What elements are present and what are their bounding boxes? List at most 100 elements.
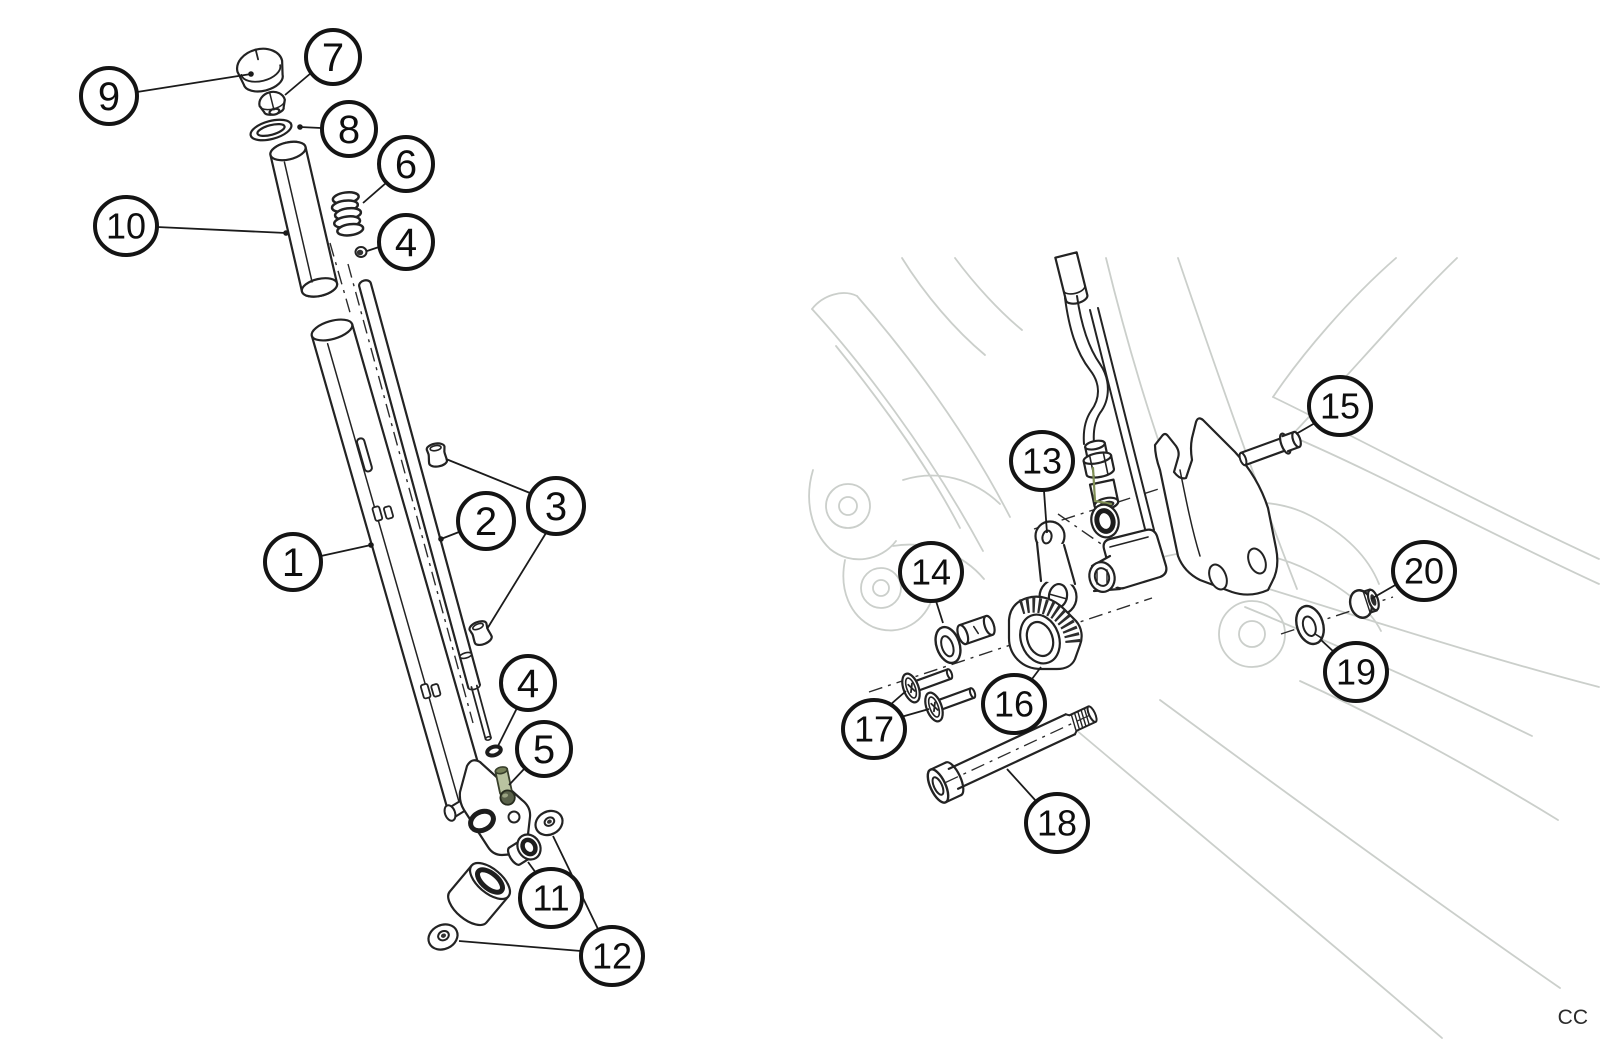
callout-2-1: 2 bbox=[438, 491, 516, 551]
callout-9-circle bbox=[79, 66, 139, 126]
part-clamp-block bbox=[1088, 528, 1168, 593]
callout-4-leader bbox=[496, 707, 518, 749]
part-4-ball bbox=[354, 246, 368, 258]
part-5-set-screw bbox=[494, 766, 516, 806]
callout-20-circle bbox=[1391, 540, 1457, 602]
callout-19-circle bbox=[1323, 641, 1389, 703]
callout-2-circle bbox=[456, 491, 516, 551]
callout-10-label: 10 bbox=[106, 206, 146, 247]
part-11-bushing bbox=[506, 833, 542, 866]
callout-15-circle bbox=[1307, 375, 1373, 437]
part-17-screw-a bbox=[901, 668, 954, 704]
callout-10-leader-dot bbox=[283, 230, 289, 236]
callout-7-circle bbox=[304, 28, 362, 86]
part-hose-and-rod bbox=[1054, 251, 1155, 534]
bike-frame-sketch bbox=[808, 257, 1600, 1039]
callout-8-label: 8 bbox=[338, 108, 360, 152]
callout-8-circle bbox=[320, 100, 378, 158]
part-20-flange-nut bbox=[1348, 588, 1380, 619]
callout-13-13: 13 bbox=[1009, 430, 1075, 534]
callout-5-leader bbox=[508, 767, 526, 786]
part-3-clip-a bbox=[425, 442, 449, 468]
centerline-pivot-bolt bbox=[1033, 458, 1253, 530]
callout-15-15: 15 bbox=[1295, 375, 1373, 437]
callout-2-leader bbox=[440, 531, 460, 540]
part-10-upper-tube bbox=[269, 140, 339, 298]
callout-17-leader bbox=[900, 708, 930, 718]
callout-15-leader bbox=[1295, 422, 1316, 435]
callout-10-10: 10 bbox=[93, 195, 289, 257]
callout-3-circle bbox=[526, 476, 586, 536]
callout-4-label: 4 bbox=[517, 662, 539, 706]
callout-12-leader bbox=[458, 940, 582, 952]
callout-11-11: 11 bbox=[518, 861, 584, 929]
callout-4-label: 4 bbox=[395, 221, 417, 265]
callout-1-circle bbox=[263, 532, 323, 592]
callout-6-6: 6 bbox=[362, 135, 435, 204]
callout-9-leader bbox=[136, 73, 252, 93]
callout-5-label: 5 bbox=[533, 728, 555, 772]
part-15-pivot-bolt bbox=[1238, 430, 1302, 467]
callout-13-label: 13 bbox=[1022, 441, 1062, 482]
callout-6-circle bbox=[377, 135, 435, 193]
callout-20-leader bbox=[1370, 583, 1398, 600]
part-14-washer bbox=[934, 625, 962, 665]
left-assembly bbox=[236, 47, 564, 951]
callout-18-leader bbox=[1006, 768, 1037, 802]
callout-18-circle bbox=[1024, 792, 1090, 854]
callout-9-leader-dot bbox=[248, 71, 254, 77]
callout-14-label: 14 bbox=[911, 552, 951, 593]
callout-7-label: 7 bbox=[322, 36, 344, 80]
callout-3-leader bbox=[486, 532, 547, 630]
callout-4-3: 4 bbox=[366, 213, 435, 271]
callout-10-circle bbox=[93, 195, 159, 257]
part-clevis-plate bbox=[443, 759, 532, 857]
callout-13-leader bbox=[1043, 490, 1048, 534]
green-cable-mark bbox=[1091, 466, 1113, 506]
callout-9-label: 9 bbox=[98, 75, 120, 119]
part-8-oring bbox=[249, 118, 293, 142]
callout-12-label: 12 bbox=[592, 936, 632, 977]
callout-3-leader bbox=[445, 458, 531, 494]
part-6-spring bbox=[330, 191, 365, 237]
part-13-rocker-arm bbox=[1034, 520, 1078, 617]
callout-17-circle bbox=[841, 698, 907, 760]
callout-11-circle bbox=[518, 867, 584, 929]
callout-12-leader bbox=[552, 835, 599, 930]
callout-19-label: 19 bbox=[1336, 652, 1376, 693]
callout-8-leader bbox=[299, 126, 322, 129]
part-hose-fittings bbox=[1082, 439, 1120, 539]
callout-16-label: 16 bbox=[994, 684, 1034, 725]
part-18-axle-bolt bbox=[926, 705, 1098, 804]
callout-14-circle bbox=[898, 541, 964, 603]
callout-14-14: 14 bbox=[898, 541, 964, 624]
callout-7-leader bbox=[284, 72, 312, 96]
callout-20-20: 20 bbox=[1370, 540, 1457, 602]
callout-1-0: 1 bbox=[263, 532, 374, 592]
callout-11-label: 11 bbox=[532, 878, 569, 919]
part-12-washer-a bbox=[534, 809, 564, 837]
callout-2-leader-dot bbox=[438, 536, 444, 542]
callout-7-7: 7 bbox=[284, 28, 362, 96]
callout-5-circle bbox=[515, 720, 573, 778]
part-9-clamp-cap bbox=[236, 47, 284, 93]
callout-8-8: 8 bbox=[297, 100, 378, 158]
callout-4-leader bbox=[366, 246, 380, 252]
callout-1-leader-dot bbox=[368, 542, 374, 548]
callout-9-9: 9 bbox=[79, 66, 254, 126]
part-4-ring bbox=[485, 744, 503, 758]
part-19-washer bbox=[1295, 604, 1325, 646]
part-3-clip-b bbox=[468, 620, 493, 646]
callout-17-17: 17 bbox=[841, 690, 930, 760]
right-assembly bbox=[901, 251, 1380, 804]
callout-2-label: 2 bbox=[475, 500, 497, 544]
callout-4-circle bbox=[499, 654, 557, 712]
callout-20-label: 20 bbox=[1404, 551, 1444, 592]
callout-16-16: 16 bbox=[981, 666, 1047, 735]
callout-19-19: 19 bbox=[1319, 638, 1389, 703]
callout-13-circle bbox=[1009, 430, 1075, 492]
callout-17-leader bbox=[889, 690, 907, 706]
credit-text: CC bbox=[1558, 1006, 1588, 1029]
